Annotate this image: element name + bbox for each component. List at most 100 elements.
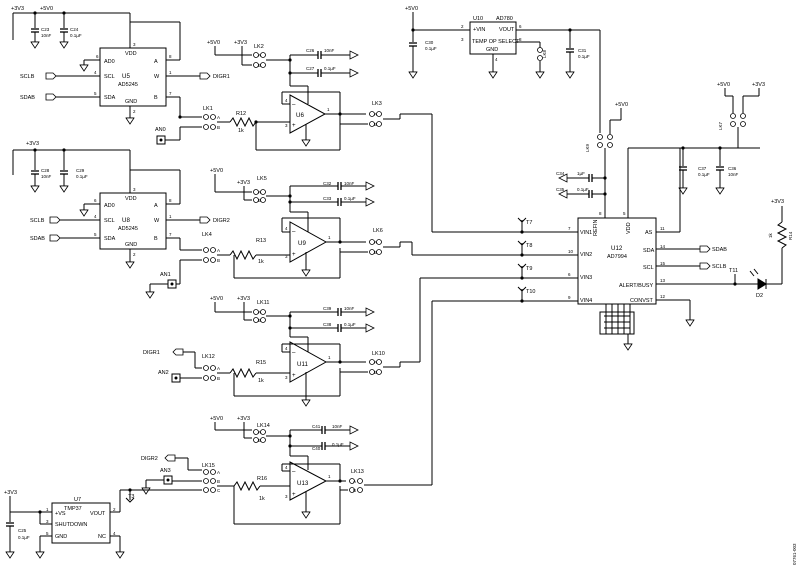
ad780-u10-block: +5V0 C30 0.1µF U10 AD780 +VIN VOUT TEMP … — [405, 6, 601, 133]
u5-pin-b: B — [154, 95, 158, 101]
digr2-label-1: DIGR2 — [213, 218, 230, 224]
u13-name: U13 — [297, 480, 309, 487]
u8-pin-ad0: AD0 — [104, 203, 115, 209]
c35-name: C35 — [556, 187, 565, 192]
c30-name: C30 — [425, 40, 434, 45]
u5-name: U5 — [122, 73, 130, 80]
c41-value: 10nF — [332, 424, 343, 429]
rail-5v0-u13: +5V0 — [210, 416, 223, 422]
t9-label: T9 — [526, 266, 532, 272]
rail-3v3-tl: +3V3 — [11, 6, 24, 12]
sdab-label-3: SDAB — [712, 247, 727, 253]
u9-n3: 3 — [285, 254, 288, 259]
lk12-a: A — [217, 366, 220, 371]
u10-pin-gnd: GND — [486, 47, 498, 53]
lk15-a: A — [217, 470, 220, 475]
rail-3v3-ml: +3V3 — [26, 141, 39, 147]
lk12-label: LK12 — [202, 354, 215, 360]
u11-n1: 1 — [328, 355, 331, 360]
c30-value: 0.1µF — [425, 46, 437, 51]
u8-pin-gnd: GND — [125, 242, 137, 248]
lk1-label: LK1 — [203, 106, 213, 112]
rail-3v3-u6: +3V3 — [234, 40, 247, 46]
c23-name: C23 — [41, 27, 50, 32]
u12-pin-vin4: VIN4 — [580, 298, 592, 304]
digr2-label-2: DIGR2 — [141, 456, 158, 462]
u6-n4: 4 — [285, 98, 288, 103]
u5-chip — [99, 47, 167, 107]
figure-id: 07761-003 — [792, 543, 797, 565]
u11-plus: + — [292, 372, 296, 379]
u7-num-4: 4 — [113, 531, 116, 536]
u8-num-6: 6 — [94, 198, 97, 203]
c24-name: C24 — [70, 27, 79, 32]
u8-pin-b: B — [154, 236, 158, 242]
lk3-b: B — [374, 122, 377, 127]
lk3-label: LK3 — [372, 101, 382, 107]
c38-value: 0.1µF — [344, 322, 356, 327]
lk10-label: LK10 — [372, 351, 385, 357]
u5-pin-gnd: GND — [125, 99, 137, 105]
u13-minus: – — [292, 468, 296, 475]
lk13-a: A — [353, 479, 356, 484]
u5-pin-scl: SCL — [104, 74, 115, 80]
c40-name: C40 — [312, 446, 321, 451]
r16-name: R16 — [257, 476, 267, 482]
led-d2-label: D2 — [756, 293, 763, 299]
rail-5v0-lk6: +5V0 — [615, 102, 628, 108]
u7-chip — [51, 502, 111, 544]
lk3-a: A — [374, 112, 377, 117]
u12-num-6: 6 — [568, 272, 571, 277]
c33-name: C33 — [323, 196, 332, 201]
an0-label: AN0 — [155, 127, 166, 133]
u5-pin-w: W — [154, 74, 160, 80]
rail-3v3-r: +3V3 — [752, 82, 765, 88]
an3-label: AN3 — [160, 468, 171, 474]
rail-5v0-tc: +5V0 — [405, 6, 418, 12]
u7-num-1: 1 — [46, 507, 49, 512]
digr1-label-2: DIGR1 — [143, 350, 160, 356]
u12-num-11: 11 — [660, 226, 665, 231]
lk4-a: A — [217, 248, 220, 253]
c31-name: C31 — [578, 48, 587, 53]
u8-num-7: 7 — [169, 232, 172, 237]
u8-num-2: 2 — [133, 252, 136, 257]
r12-name: R12 — [236, 111, 246, 117]
lk15-label: LK15 — [202, 463, 215, 469]
u13-n1: 1 — [328, 474, 331, 479]
u12-pin-vin2: VIN2 — [580, 252, 592, 258]
rail-5v0-r: +5V0 — [717, 82, 730, 88]
rail-3v3-bl: +3V3 — [4, 490, 17, 496]
rail-3v3-u9: +3V3 — [237, 180, 250, 186]
c29-value: 0.1µF — [76, 174, 88, 179]
u12-pin-scl: SCL — [643, 265, 654, 271]
lk1-b: B — [217, 125, 220, 130]
c25-value: 0.1µF — [18, 535, 30, 540]
u12-address-links — [599, 304, 635, 351]
an1-label: AN1 — [160, 272, 171, 278]
c34-name: C34 — [556, 171, 565, 176]
lk15-b: B — [217, 479, 220, 484]
u8-pin-vdd: VDD — [125, 196, 137, 202]
u10-name: U10 — [473, 16, 483, 22]
u7-pin-vs: +VS — [55, 511, 66, 517]
rail-3v3-r14: +3V3 — [771, 199, 784, 205]
u13-n3: 3 — [285, 494, 288, 499]
c31-value: 0.1µF — [578, 54, 590, 59]
lk15-r16-u13-block: +5V0 +3V3 LK14 A B C41 10nF C40 0.1µF DI… — [120, 300, 578, 525]
u12-pin-vin1: VIN1 — [580, 230, 592, 236]
u6-plus: + — [292, 122, 296, 129]
lk11-b: B — [258, 318, 261, 323]
u6-opamp — [289, 94, 327, 134]
u11-name: U11 — [297, 361, 308, 368]
u10-num-4: 4 — [495, 57, 498, 62]
t10-label: T10 — [526, 289, 535, 295]
u10-num-8: 8 — [519, 37, 522, 42]
u12-pin-as: AS — [645, 230, 653, 236]
u13-n4: 4 — [285, 465, 288, 470]
r14-value: 1k — [768, 232, 773, 238]
u9-plus: + — [292, 251, 296, 258]
lk5-a: A — [258, 190, 261, 195]
c38-name: C38 — [323, 322, 332, 327]
c25-name: C25 — [18, 528, 27, 533]
